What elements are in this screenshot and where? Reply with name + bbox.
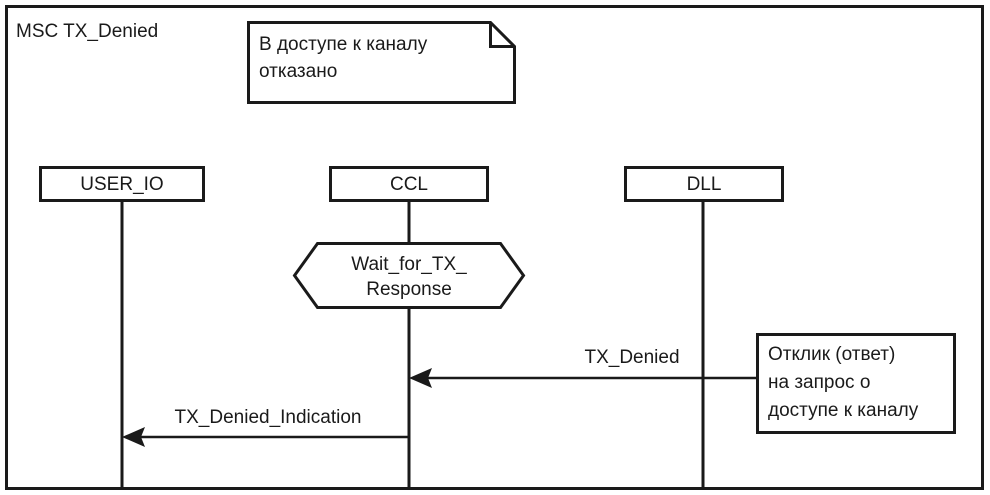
instance-head-dll-label: DLL: [687, 174, 722, 195]
instance-head-user_io[interactable]: USER_IO: [39, 166, 205, 202]
note-response-to-request-line-2: на запрос о: [768, 372, 870, 393]
message-tx-denied[interactable]: TX_Denied: [409, 347, 757, 388]
instance-head-ccl-label: CCL: [390, 174, 428, 195]
note-response-to-request-line-1: Отклик (ответ): [768, 344, 895, 365]
message-tx-denied-label: TX_Denied: [584, 347, 679, 368]
condition-wait-for-tx-response-line-2: Response: [366, 279, 452, 300]
message-tx-denied-indication-arrowhead: [122, 427, 145, 447]
instance-head-dll-box: [624, 166, 784, 202]
note-response-to-request-line-3: доступе к каналу: [768, 400, 919, 421]
instance-head-user_io-box: [39, 166, 205, 202]
condition-wait-for-tx-response-hexagon: [292, 242, 526, 309]
note-access-denied-line-1: В доступе к каналу: [259, 34, 428, 55]
note-access-denied-fold: [489, 22, 515, 48]
message-tx-denied-arrowhead: [409, 368, 432, 388]
note-access-denied: В доступе к каналу отказано: [247, 21, 516, 104]
message-tx-denied-indication[interactable]: TX_Denied_Indication: [122, 407, 409, 447]
instance-head-user_io-label: USER_IO: [80, 174, 163, 195]
note-response-to-request: Отклик (ответ) на запрос о доступе к кан…: [756, 333, 956, 434]
instance-head-ccl-box: [329, 166, 489, 202]
condition-wait-for-tx-response-line-1: Wait_for_TX_: [351, 254, 467, 275]
instance-head-dll[interactable]: DLL: [624, 166, 784, 202]
condition-wait-for-tx-response[interactable]: Wait_for_TX_ Response: [292, 242, 526, 309]
note-access-denied-body: [247, 21, 516, 104]
instance-head-ccl[interactable]: CCL: [329, 166, 489, 202]
note-access-denied-line-2: отказано: [259, 61, 337, 82]
note-response-to-request-body: [756, 333, 956, 434]
msc-frame: [5, 5, 984, 490]
message-tx-denied-indication-label: TX_Denied_Indication: [175, 407, 362, 428]
page-title: MSC TX_Denied: [16, 21, 158, 42]
